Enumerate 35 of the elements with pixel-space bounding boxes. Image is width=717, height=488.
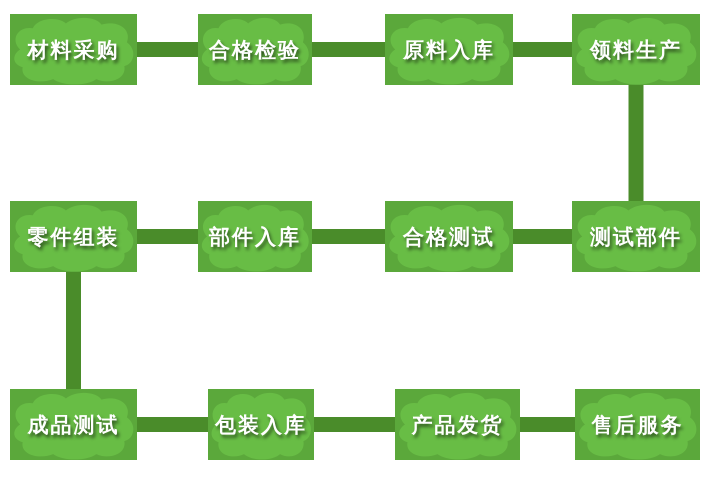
process-box [572, 14, 700, 85]
connector-bar [137, 42, 198, 57]
step-label: 零件组装 [28, 224, 120, 250]
process-box [10, 201, 137, 272]
process-box [198, 201, 312, 272]
connector-bar [513, 42, 572, 57]
step-label: 成品测试 [28, 412, 120, 438]
connector-bar [513, 229, 572, 244]
process-box [208, 389, 314, 460]
connector-bar [66, 272, 81, 389]
connector-bar [628, 85, 644, 201]
connector-bar [314, 417, 395, 432]
connector-bar [137, 417, 208, 432]
step-label: 部件入库 [209, 224, 301, 250]
step-label: 售后服务 [592, 412, 684, 438]
step-label: 产品发货 [412, 412, 504, 438]
connector-bar [520, 417, 575, 432]
step-label: 测试部件 [590, 224, 682, 250]
step-label: 领料生产 [590, 36, 682, 64]
process-box [10, 389, 137, 460]
step-label: 材料采购 [28, 36, 120, 64]
process-box [575, 389, 700, 460]
process-box [572, 201, 700, 272]
process-box [10, 14, 137, 85]
step-label: 原料入库 [403, 36, 495, 64]
process-box [385, 14, 513, 85]
step-label: 合格测试 [403, 224, 495, 250]
step-label: 包装入库 [215, 412, 307, 438]
process-box [395, 389, 520, 460]
connector-bar [137, 229, 198, 244]
connector-bar [312, 42, 385, 57]
process-box [198, 14, 312, 85]
step-label: 合格检验 [209, 36, 301, 64]
process-box [385, 201, 513, 272]
connector-bar [312, 229, 385, 244]
